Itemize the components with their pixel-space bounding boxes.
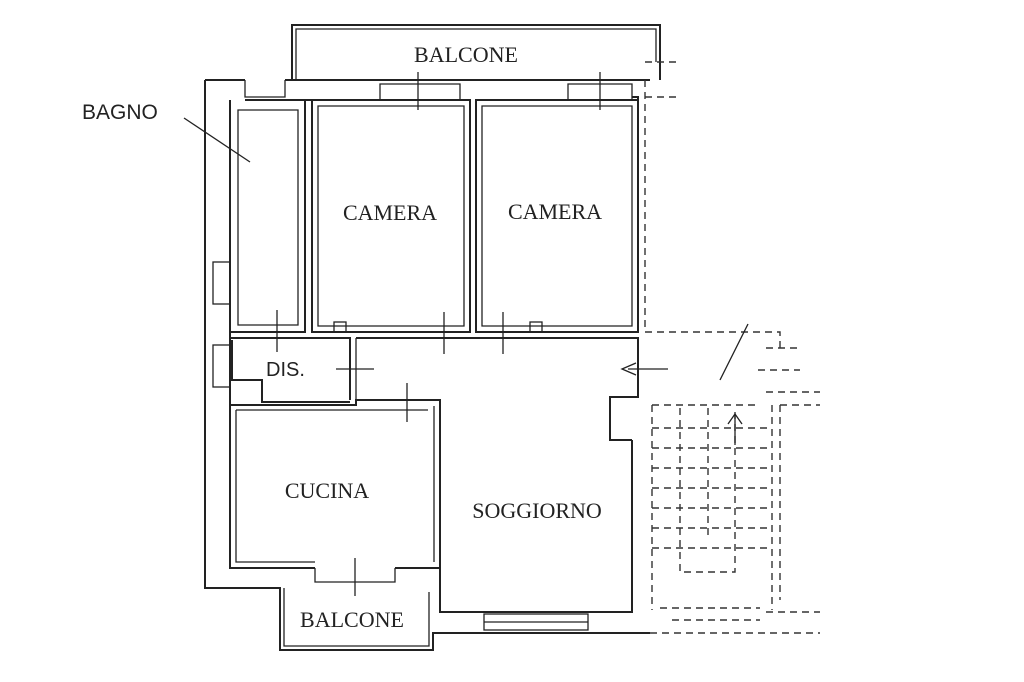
label-bagno: BAGNO: [82, 101, 158, 124]
entrance-arrow: [620, 323, 749, 381]
label-balcone-top: BALCONE: [414, 42, 518, 67]
room-camera-left: [311, 72, 471, 354]
room-cucina: [230, 383, 441, 596]
living-window: [483, 613, 589, 631]
bagno-leader-line: [183, 117, 251, 163]
label-balcone-bottom: BALCONE: [300, 607, 404, 632]
label-soggiorno: SOGGIORNO: [472, 498, 602, 523]
label-cucina: CUCINA: [285, 478, 369, 503]
balcony-top: [291, 24, 661, 80]
label-dis: DIS.: [266, 359, 305, 381]
label-camera-right: CAMERA: [508, 199, 602, 224]
stair-landing: [644, 61, 820, 634]
balcony-bottom: [283, 588, 430, 647]
room-bagno: [212, 100, 306, 388]
hallway-walls: [230, 337, 639, 441]
room-camera-right: [475, 72, 639, 354]
label-camera-left: CAMERA: [343, 200, 437, 225]
